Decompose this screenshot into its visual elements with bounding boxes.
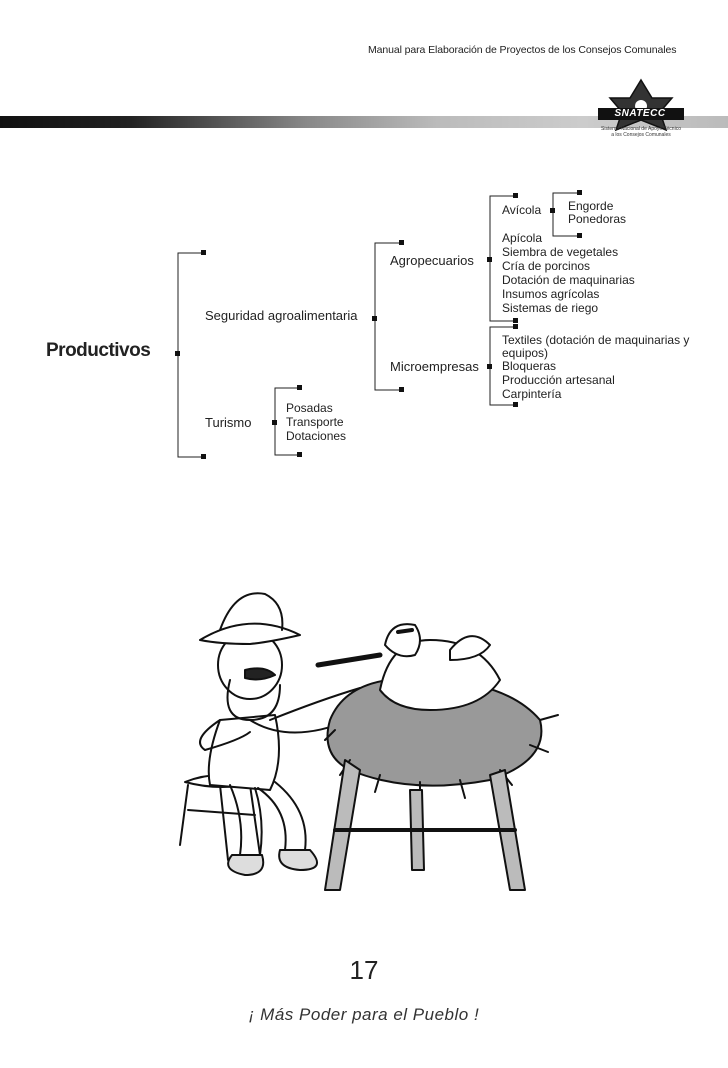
slogan: ¡ Más Poder para el Pueblo !: [0, 1005, 728, 1025]
page-number: 17: [0, 955, 728, 986]
ponedoras-label: Ponedoras: [568, 213, 626, 227]
turismo-item: Transporte: [286, 416, 344, 430]
agro-item: Apícola: [502, 232, 542, 246]
turismo-label: Turismo: [205, 416, 251, 430]
turismo-item: Dotaciones: [286, 430, 346, 444]
turismo-item: Posadas: [286, 402, 333, 416]
micro-item: Carpintería: [502, 388, 561, 402]
farmer-hen-illustration: [150, 570, 590, 900]
seguridad-label: Seguridad agroalimentaria: [205, 309, 357, 323]
agro-item: Dotación de maquinarias: [502, 274, 635, 288]
micro-item: Producción artesanal: [502, 374, 615, 388]
agro-item: Sistemas de riego: [502, 302, 598, 316]
agro-item: Insumos agrícolas: [502, 288, 599, 302]
agro-item: Cría de porcinos: [502, 260, 590, 274]
micro-item: Bloqueras: [502, 360, 556, 374]
microempresas-label: Microempresas: [390, 360, 479, 374]
agro-item: Siembra de vegetales: [502, 246, 618, 260]
root-label: Productivos: [46, 344, 150, 358]
avicola-label: Avícola: [502, 204, 541, 218]
agropecuarios-label: Agropecuarios: [390, 254, 474, 268]
diagram-brackets: [0, 0, 728, 480]
